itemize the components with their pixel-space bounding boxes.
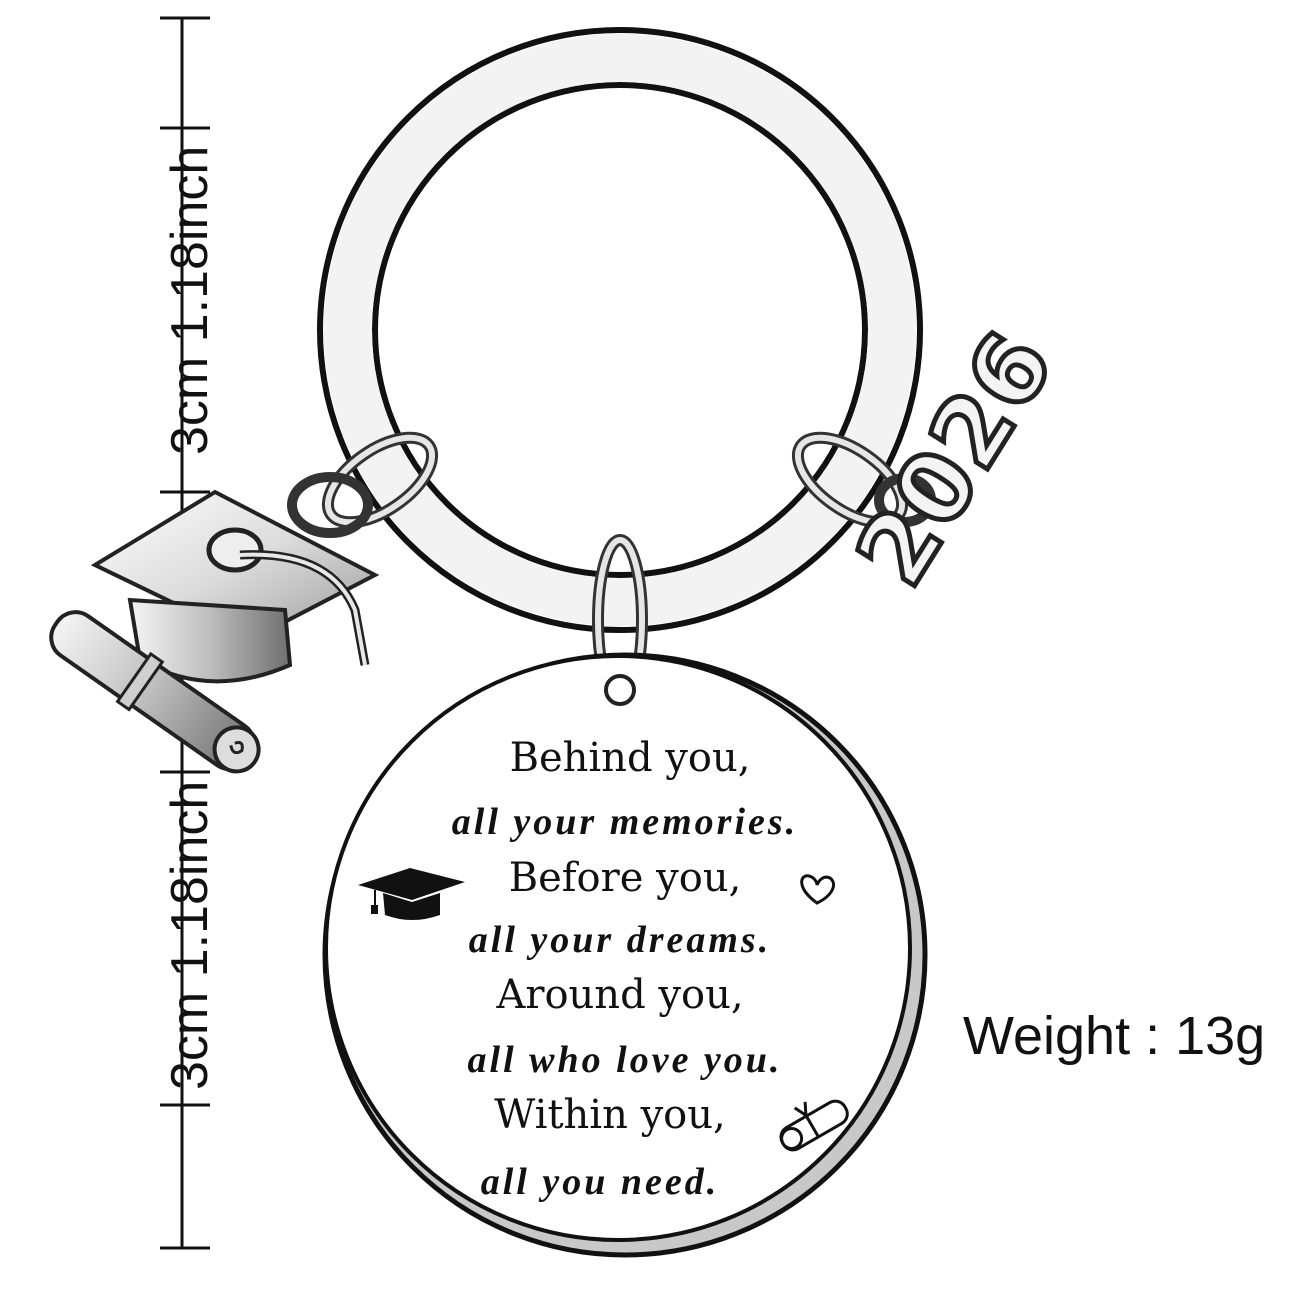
- graduation-cap-icon: [358, 868, 465, 920]
- engraving-line-7: Within you,: [494, 1092, 726, 1138]
- key-ring: [317, 27, 923, 633]
- dimension-label-top: 3cm 1.18inch: [161, 145, 219, 455]
- year-charm-ring: [874, 473, 936, 527]
- heart-icon: [800, 874, 835, 905]
- graduation-cap-charm: [49, 472, 380, 774]
- engraving-line-8: all you need.: [480, 1161, 720, 1203]
- engraving-line-5: Around you,: [496, 972, 744, 1018]
- engraving-line-6: all who love you.: [467, 1039, 783, 1081]
- pendant-disc: [322, 652, 928, 1258]
- engraving-line-4: all your dreams.: [468, 919, 772, 961]
- diploma-icon: [779, 1099, 849, 1152]
- engraving-line-2: all your memories.: [451, 801, 799, 843]
- engraving-line-3: Before you,: [508, 855, 742, 901]
- engraving-line-1: Behind you,: [509, 735, 751, 781]
- dimension-label-bottom: 3cm 1.18inch: [161, 780, 219, 1090]
- weight-label: Weight : 13g: [963, 1006, 1266, 1066]
